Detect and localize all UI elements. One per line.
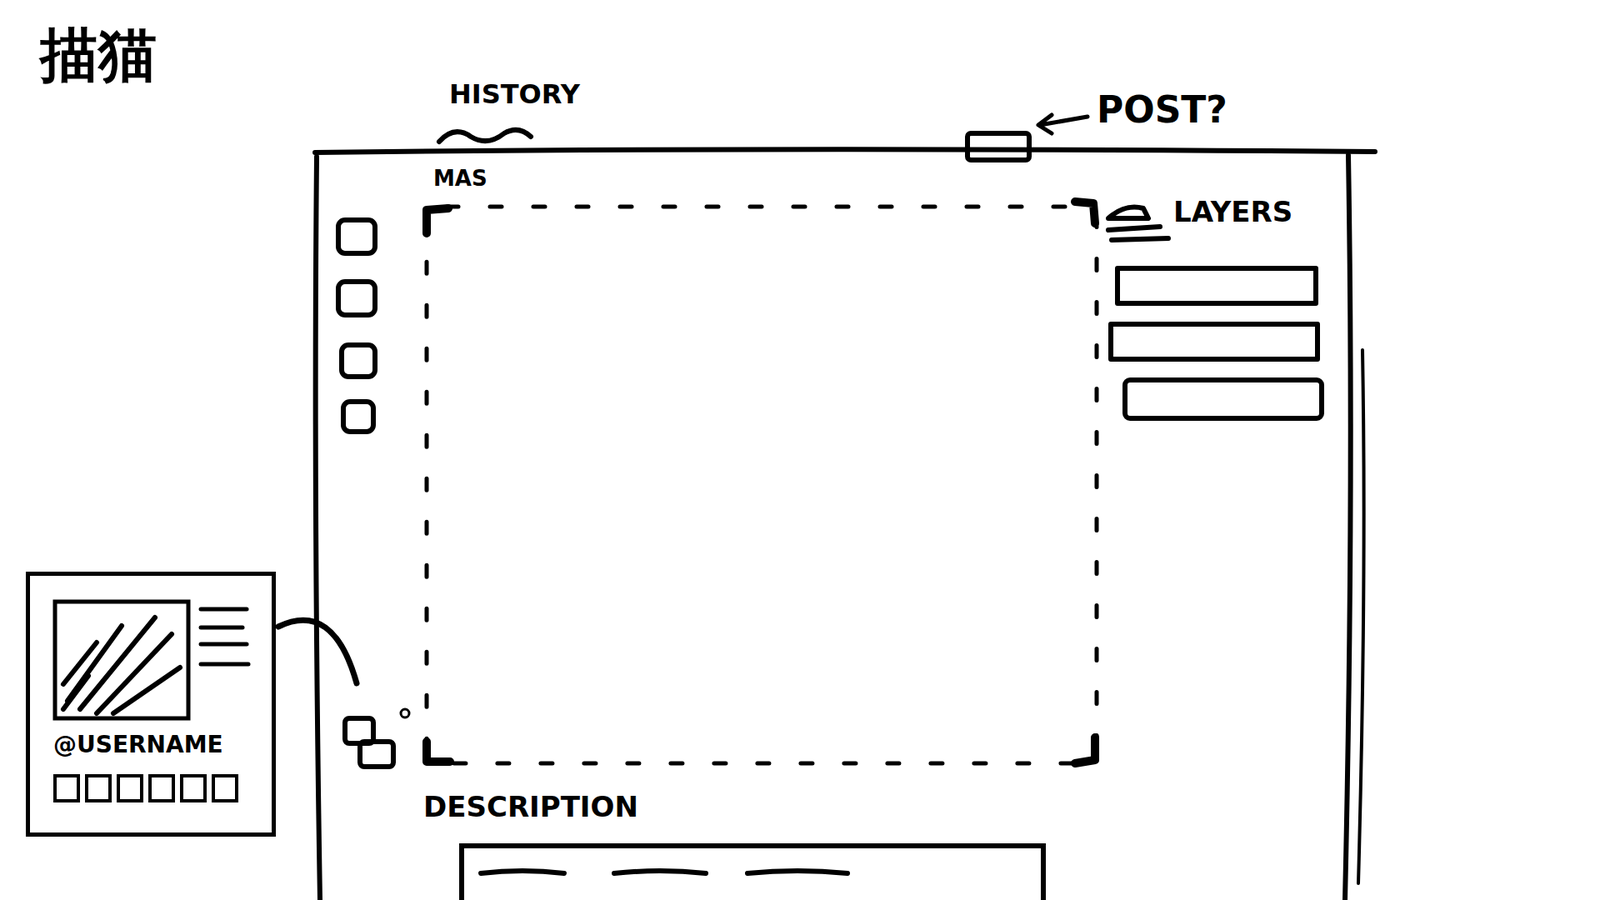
placeholder-line (614, 870, 706, 874)
tab-label: MAS (433, 166, 488, 191)
squiggle (439, 130, 531, 142)
user-card: @USERNAME (25, 571, 276, 837)
tool-icon (338, 281, 375, 315)
thumb-square (150, 775, 174, 801)
placeholder-line (480, 870, 565, 874)
window-frame (315, 156, 320, 900)
window-frame (1358, 350, 1365, 884)
placeholder-line (747, 870, 848, 874)
window-frame (315, 149, 1375, 153)
image-hatch (63, 642, 97, 685)
description-box: DESCRIPTION (423, 791, 1049, 900)
thumb-square (55, 775, 79, 801)
thumb-square (86, 775, 110, 801)
image-thumb (55, 601, 189, 719)
section-heading: DESCRIPTION (423, 791, 1049, 823)
text-line (200, 642, 247, 647)
layers-icon (1108, 207, 1169, 241)
username-label: @USERNAME (53, 732, 224, 759)
description-field (459, 843, 1046, 900)
text-line (200, 662, 249, 667)
canvas-outline (426, 206, 1097, 764)
user-icon (400, 709, 410, 718)
user-icon (360, 741, 394, 767)
placeholder-lines (464, 848, 1040, 890)
thumb-square (118, 775, 142, 801)
leader-arrow (1038, 115, 1088, 134)
panel-heading: LAYERS (1173, 196, 1293, 228)
thumb-square (213, 775, 237, 801)
text-line (200, 625, 243, 630)
tool-icon (341, 345, 375, 377)
layer-bar (1125, 380, 1322, 419)
tool-icon (343, 401, 374, 432)
tool-icon (338, 220, 375, 254)
card-illustration (30, 575, 272, 833)
layer-bar (1117, 268, 1316, 304)
page-title: 描猫 (40, 23, 157, 88)
window-frame (1345, 155, 1351, 900)
text-line (200, 607, 247, 612)
post-button (967, 133, 1030, 160)
image-hatch (113, 667, 180, 714)
layer-bar (1110, 324, 1318, 360)
leader-line (278, 620, 357, 684)
annotation-note: POST? (1096, 90, 1228, 130)
thumb-square (181, 775, 205, 801)
image-hatch (63, 675, 89, 710)
tab-label: HISTORY (449, 80, 580, 110)
canvas-corner (426, 201, 1095, 764)
